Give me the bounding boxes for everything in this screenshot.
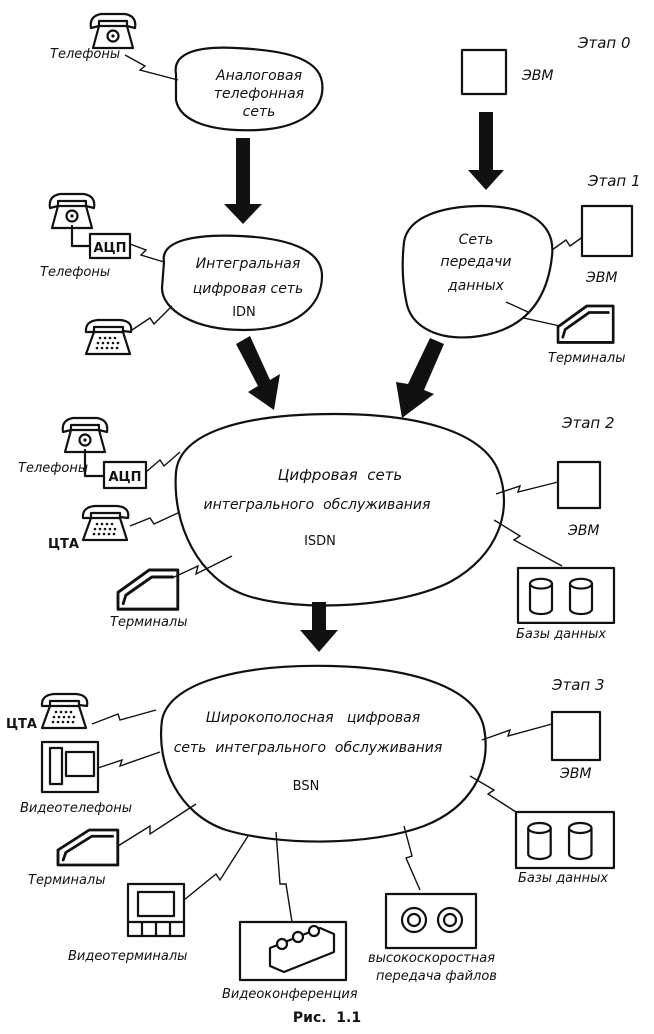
file-transfer-label-1: высокоскоростная [368, 951, 495, 966]
adc-wire [70, 224, 92, 248]
link-zigzag [129, 243, 165, 263]
phones-label: Телефоны [40, 265, 110, 280]
terminals-label: Терминалы [28, 873, 106, 888]
link-zigzag [183, 835, 249, 901]
link-zigzag [493, 519, 563, 567]
computer-label: ЭВМ [567, 523, 599, 539]
link-zigzag [551, 235, 585, 251]
keypad-phone-icon [81, 504, 130, 542]
videophone-icon [40, 740, 100, 794]
terminal-icon [116, 568, 180, 611]
analog-network-line2: телефонная [214, 86, 304, 102]
adc-box [88, 232, 132, 260]
isdn-network-blob [174, 412, 506, 607]
link-zigzag [145, 451, 181, 473]
videophones-label: Видеотелефоны [20, 801, 132, 816]
link-zigzag [403, 825, 421, 891]
link-zigzag [171, 555, 233, 579]
keypad-phone-icon [84, 318, 133, 356]
stage-1-label: Этап 1 [587, 172, 641, 190]
link-zigzag [275, 831, 293, 923]
link-zigzag [131, 305, 173, 331]
terminal-icon [56, 828, 120, 867]
adc-label: АЦП [93, 241, 126, 256]
videoterminal-icon [126, 882, 186, 938]
arrow-down [236, 336, 280, 410]
file-transfer-icon [384, 892, 478, 950]
terminal-icon [556, 304, 615, 344]
link-zigzag [129, 511, 181, 527]
phone-icon [89, 12, 137, 50]
cta-label: ЦТА [6, 717, 37, 732]
analog-network-line1: Аналоговая [215, 68, 302, 84]
videoconference-label: Видеоконференция [222, 987, 358, 1002]
phones-label: Телефоны [18, 461, 88, 476]
computer-icon [460, 48, 508, 96]
link-zigzag [505, 301, 561, 327]
databases-label: Базы данных [516, 627, 606, 642]
isdn-network-line3: ISDN [304, 534, 336, 549]
arrow-down [224, 138, 262, 224]
idn-network-line2: цифровая сеть [193, 281, 303, 297]
link-zigzag [97, 751, 161, 769]
computer-label: ЭВМ [521, 68, 553, 84]
bsn-network-line2: сеть интегрального обслуживания [174, 740, 443, 756]
terminals-label: Терминалы [110, 615, 188, 630]
databases-label: Базы данных [518, 871, 608, 886]
cta-label: ЦТА [48, 537, 79, 552]
computer-icon [556, 460, 602, 510]
idn-network-line1: Интегральная [196, 256, 301, 272]
idn-network-line3: IDN [232, 305, 256, 320]
stage-3-label: Этап 3 [551, 676, 605, 694]
bsn-network-line3: BSN [293, 779, 320, 794]
link-zigzag [124, 54, 179, 81]
computer-icon [550, 710, 602, 762]
phones-label: Телефоны [50, 47, 120, 62]
link-zigzag [469, 775, 517, 813]
adc-box [102, 460, 148, 490]
data-network-blob [401, 204, 554, 339]
videoconference-icon [238, 920, 348, 982]
adc-wire [83, 448, 106, 478]
idn-network-blob [160, 234, 324, 332]
arrow-down [396, 338, 444, 418]
data-network-line3: данных [447, 278, 505, 294]
computer-label: ЭВМ [559, 766, 591, 782]
computer-label: ЭВМ [585, 270, 617, 286]
stage-2-label: Этап 2 [561, 414, 615, 432]
link-zigzag [481, 723, 553, 741]
bsn-network-line1: Широкополосная цифровая [206, 710, 420, 726]
isdn-network-line2: интегрального обслуживания [204, 497, 431, 513]
keypad-phone-icon [40, 692, 89, 730]
phone-icon [61, 416, 109, 454]
arrow-down [468, 112, 504, 190]
file-transfer-label-2: передача файлов [376, 969, 497, 984]
phone-icon [48, 192, 96, 230]
link-zigzag [91, 709, 157, 725]
isdn-network-line1: Цифровая сеть [278, 466, 403, 484]
data-network-line1: Сеть [459, 232, 494, 248]
stage-0-label: Этап 0 [577, 34, 631, 52]
bsn-network-blob [160, 664, 487, 843]
analog-network-line3: сеть [243, 104, 276, 120]
videoterminals-label: Видеотерминалы [68, 949, 187, 964]
figure-caption: Рис. 1.1 [293, 1010, 361, 1026]
database-icon [514, 810, 616, 870]
computer-icon [580, 204, 634, 258]
terminals-label: Терминалы [548, 351, 626, 366]
data-network-line2: передачи [441, 254, 512, 270]
database-icon [516, 566, 616, 624]
adc-label: АЦП [108, 470, 141, 485]
link-zigzag [117, 803, 197, 847]
analog-network-blob [174, 46, 324, 132]
link-zigzag [495, 481, 559, 495]
arrow-down [300, 602, 338, 652]
